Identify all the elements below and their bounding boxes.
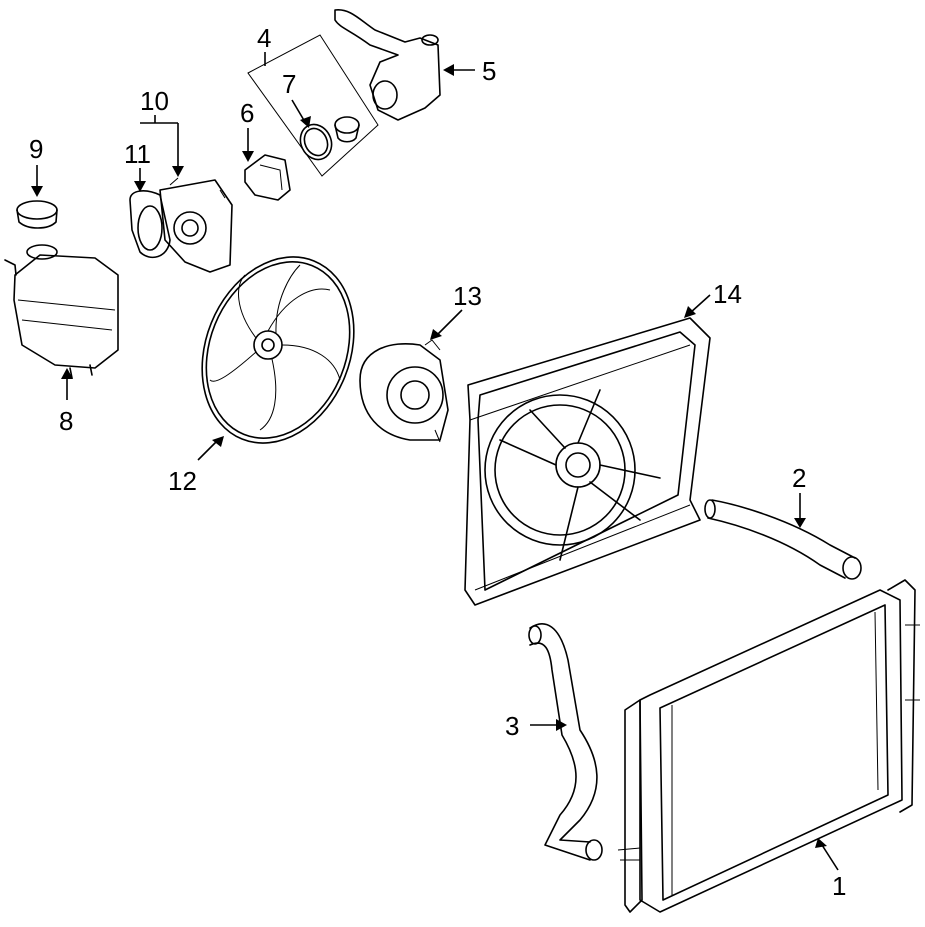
callout-3: 3 xyxy=(505,711,519,741)
callout-labels: 1 2 3 4 5 6 7 8 9 10 11 12 13 14 xyxy=(29,23,846,901)
callout-11: 11 xyxy=(124,139,151,169)
callout-13: 13 xyxy=(453,281,482,311)
callout-12: 12 xyxy=(168,466,197,496)
callout-7: 7 xyxy=(282,69,296,99)
reservoir-cap-part[interactable] xyxy=(16,200,58,229)
thermostat-kit-box xyxy=(247,34,379,177)
water-pump-part[interactable] xyxy=(159,177,233,273)
callout-8: 8 xyxy=(59,406,73,436)
callout-6: 6 xyxy=(240,98,254,128)
outlet-pipe-part[interactable] xyxy=(334,9,441,121)
callout-14: 14 xyxy=(713,279,742,309)
thermostat-seal-part[interactable] xyxy=(295,119,337,164)
radiator-part[interactable] xyxy=(617,579,920,913)
upper-hose-part[interactable] xyxy=(704,499,862,580)
callout-9: 9 xyxy=(29,134,43,164)
reservoir-tank-part[interactable] xyxy=(4,244,119,379)
pump-gasket-part[interactable] xyxy=(129,190,171,259)
fan-blade-part[interactable] xyxy=(175,234,380,466)
callout-1: 1 xyxy=(832,871,846,901)
fan-motor-part[interactable] xyxy=(359,339,449,443)
callout-5: 5 xyxy=(482,56,496,86)
callout-2: 2 xyxy=(792,463,806,493)
callout-10: 10 xyxy=(140,86,169,116)
callout-4: 4 xyxy=(257,23,271,53)
fan-shroud-part[interactable] xyxy=(464,317,711,606)
thermostat-part[interactable] xyxy=(334,116,360,143)
leader-lines xyxy=(31,52,839,871)
lower-hose-part[interactable] xyxy=(528,623,603,861)
thermostat-housing-part[interactable] xyxy=(244,154,291,201)
